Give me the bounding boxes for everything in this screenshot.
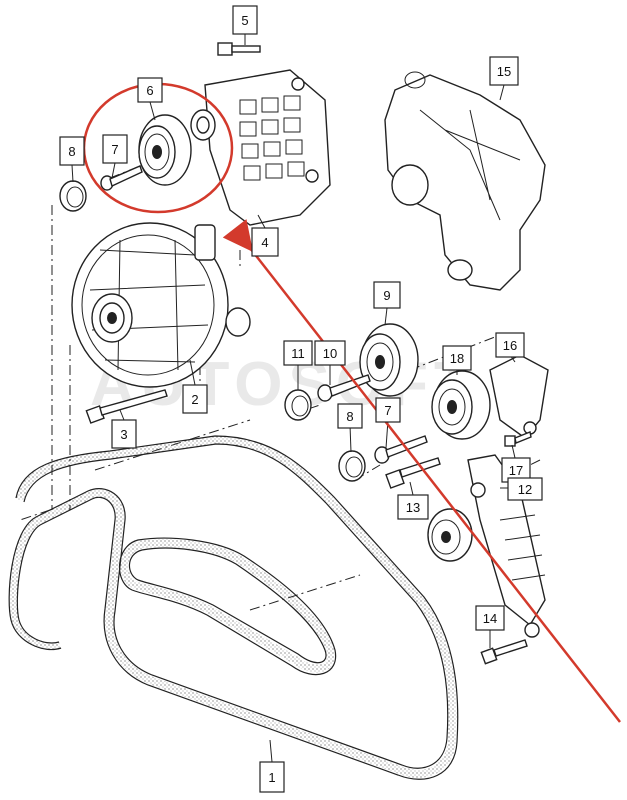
callout-5: 5 xyxy=(232,5,258,35)
callout-7-top: 7 xyxy=(102,134,128,164)
idler-pulley-18 xyxy=(431,370,491,440)
callout-11: 11 xyxy=(283,340,313,366)
poly-v-belt-large xyxy=(8,435,459,780)
bolt-13 xyxy=(385,457,441,489)
svg-text:5: 5 xyxy=(241,13,248,28)
svg-text:8: 8 xyxy=(346,409,353,424)
svg-text:2: 2 xyxy=(191,392,198,407)
callout-16: 16 xyxy=(495,332,525,358)
callout-10: 10 xyxy=(314,340,346,366)
idler-pulley-9 xyxy=(359,323,419,397)
callout-4: 4 xyxy=(251,227,279,257)
svg-text:16: 16 xyxy=(503,338,517,353)
svg-text:18: 18 xyxy=(450,351,464,366)
callout-8-lower: 8 xyxy=(337,403,363,429)
svg-text:15: 15 xyxy=(497,64,511,79)
callout-12: 12 xyxy=(507,477,543,501)
svg-text:7: 7 xyxy=(111,142,118,157)
belt-tensioner-12 xyxy=(427,454,546,638)
svg-text:6: 6 xyxy=(146,83,153,98)
callout-13: 13 xyxy=(397,494,429,520)
cap-8-top xyxy=(59,180,87,212)
bolt-7-top xyxy=(100,165,143,191)
bolt-17 xyxy=(504,431,532,447)
bolt-3 xyxy=(85,389,168,424)
callout-2: 2 xyxy=(182,384,208,414)
bolt-10 xyxy=(317,374,371,402)
bolt-5 xyxy=(217,42,261,56)
svg-text:3: 3 xyxy=(120,427,127,442)
bracket-16 xyxy=(489,354,549,439)
svg-text:9: 9 xyxy=(383,288,390,303)
svg-text:11: 11 xyxy=(291,346,305,361)
callout-14: 14 xyxy=(475,605,505,631)
callout-18: 18 xyxy=(442,345,472,371)
callout-3: 3 xyxy=(111,419,137,449)
svg-text:14: 14 xyxy=(483,611,497,626)
svg-text:1: 1 xyxy=(268,770,275,785)
svg-text:8: 8 xyxy=(68,144,75,159)
alternator xyxy=(71,222,251,388)
callout-8-top: 8 xyxy=(59,136,85,166)
cap-11 xyxy=(284,389,312,421)
cap-8-lower xyxy=(338,450,366,482)
svg-text:17: 17 xyxy=(509,463,523,478)
callout-7-lower: 7 xyxy=(375,397,401,423)
callouts: 5 6 7 8 4 2 3 15 9 10 11 16 18 7 8 17 12… xyxy=(59,5,543,793)
callout-15: 15 xyxy=(489,56,519,86)
bolt-14 xyxy=(480,639,528,665)
tensioner-pulley-6 xyxy=(138,109,216,186)
poly-v-belt-small xyxy=(118,537,337,676)
red-arrow xyxy=(222,219,621,723)
svg-text:4: 4 xyxy=(261,235,268,250)
svg-text:12: 12 xyxy=(518,482,532,497)
svg-text:13: 13 xyxy=(406,500,420,515)
svg-text:7: 7 xyxy=(384,403,391,418)
svg-text:10: 10 xyxy=(323,346,337,361)
callout-6: 6 xyxy=(137,77,163,103)
callout-9: 9 xyxy=(373,281,401,309)
callout-1: 1 xyxy=(259,761,285,793)
bracket-15 xyxy=(384,71,546,291)
alternator-bracket xyxy=(204,69,331,226)
